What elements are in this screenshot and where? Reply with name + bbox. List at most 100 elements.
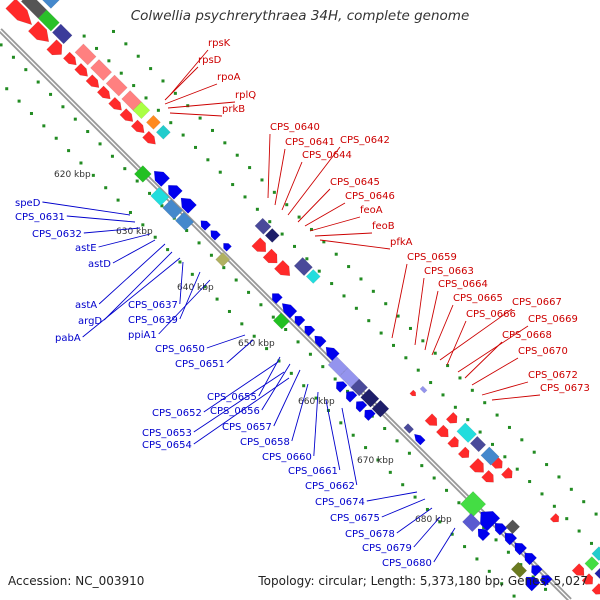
gene-arrow-plus bbox=[435, 424, 449, 438]
tick-mark bbox=[308, 352, 312, 356]
tick-mark bbox=[185, 229, 189, 233]
gene-box bbox=[90, 59, 113, 81]
gene-arrow-plus bbox=[62, 51, 77, 66]
tick-mark bbox=[198, 116, 202, 120]
scale-label: 620 kbp bbox=[54, 170, 91, 180]
gene-label-plus: CPS_0646 bbox=[345, 191, 395, 202]
gene-box bbox=[175, 211, 195, 231]
tick-mark bbox=[512, 594, 516, 598]
gene-arrow-plus bbox=[27, 20, 50, 43]
gene-label-plus: CPS_0668 bbox=[502, 330, 552, 341]
tick-mark bbox=[95, 46, 99, 50]
tick-mark bbox=[379, 331, 383, 335]
tick-mark bbox=[309, 227, 313, 231]
gene-label-plus: prkB bbox=[222, 104, 245, 115]
gene-arrow-plus bbox=[424, 413, 438, 426]
tick-mark bbox=[457, 501, 461, 505]
tick-mark bbox=[123, 167, 127, 171]
tick-mark bbox=[384, 302, 388, 306]
gene-label-plus: CPS_0666 bbox=[466, 309, 516, 320]
tick-mark bbox=[166, 248, 170, 252]
gene-arrow-plus bbox=[500, 467, 513, 479]
leader-line-plus bbox=[491, 394, 541, 401]
tick-mark bbox=[11, 55, 15, 59]
tick-mark bbox=[153, 235, 157, 239]
tick-mark bbox=[194, 145, 198, 149]
tick-mark bbox=[49, 92, 53, 96]
gene-arrow-minus bbox=[364, 409, 376, 422]
gene-box bbox=[133, 165, 152, 183]
tick-mark bbox=[271, 315, 275, 319]
tick-mark bbox=[483, 401, 487, 405]
gene-label-minus: speD bbox=[15, 198, 41, 209]
gene-label-minus: CPS_0656 bbox=[210, 406, 260, 417]
gene-label-minus: CPS_0631 bbox=[15, 212, 65, 223]
gene-arrow-minus bbox=[210, 230, 221, 241]
scale-label: 680 kbp bbox=[415, 515, 452, 525]
gene-label-plus: rpsK bbox=[208, 38, 231, 49]
leader-line-minus bbox=[273, 369, 301, 427]
gene-arrow-minus bbox=[180, 197, 197, 214]
leader-line-plus bbox=[169, 49, 209, 96]
gene-box bbox=[162, 199, 183, 220]
gene-arrow-minus bbox=[345, 391, 358, 403]
tick-mark bbox=[314, 396, 318, 400]
tick-mark bbox=[404, 356, 408, 360]
tick-mark bbox=[190, 272, 194, 276]
tick-mark bbox=[186, 104, 190, 108]
tick-mark bbox=[29, 111, 33, 115]
leader-line-minus bbox=[66, 215, 136, 223]
tick-mark bbox=[203, 285, 207, 289]
gene-arrow-plus bbox=[74, 62, 88, 77]
tick-mark bbox=[544, 587, 548, 591]
tick-mark bbox=[91, 173, 95, 177]
leader-line-plus bbox=[167, 101, 236, 109]
leader-line-plus bbox=[281, 161, 303, 211]
tick-mark bbox=[441, 393, 445, 397]
tick-mark bbox=[255, 207, 259, 211]
tick-mark bbox=[540, 492, 544, 496]
tick-mark bbox=[235, 153, 239, 157]
tick-mark bbox=[156, 108, 160, 112]
tick-mark bbox=[432, 476, 436, 480]
gene-label-minus: CPS_0650 bbox=[155, 344, 205, 355]
tick-mark bbox=[116, 198, 120, 202]
leader-line-plus bbox=[267, 133, 271, 199]
tick-layer bbox=[0, 29, 598, 598]
gene-arrow-minus bbox=[479, 511, 501, 532]
gene-arrow-minus bbox=[531, 565, 543, 577]
leader-line-minus bbox=[203, 361, 279, 413]
gene-arrow-minus bbox=[168, 185, 183, 200]
leader-line-minus bbox=[193, 377, 290, 445]
gene-label-minus: CPS_0657 bbox=[222, 422, 272, 433]
leader-line-plus bbox=[414, 277, 425, 346]
tick-mark bbox=[148, 191, 152, 195]
leader-line-plus bbox=[309, 216, 361, 232]
gene-arrow-plus bbox=[108, 96, 122, 111]
gene-label-minus: CPS_0680 bbox=[382, 558, 432, 569]
tick-mark bbox=[458, 376, 462, 380]
tick-mark bbox=[413, 495, 417, 499]
summary-text: Topology: circular; Length: 5,373,180 bp… bbox=[258, 574, 588, 588]
tick-mark bbox=[260, 178, 264, 182]
tick-mark bbox=[86, 130, 90, 134]
gene-arrow-plus bbox=[457, 446, 470, 459]
gene-label-minus: CPS_0661 bbox=[288, 466, 338, 477]
tick-mark bbox=[347, 265, 351, 269]
tick-mark bbox=[421, 339, 425, 343]
tick-mark bbox=[247, 290, 251, 294]
tick-mark bbox=[98, 142, 102, 146]
tick-mark bbox=[218, 170, 222, 174]
gene-label-minus: CPS_0654 bbox=[142, 440, 192, 451]
leader-line-minus bbox=[103, 251, 173, 321]
gene-label-plus: CPS_0664 bbox=[438, 279, 488, 290]
leader-line-minus bbox=[158, 279, 211, 335]
gene-arrow-minus bbox=[494, 522, 508, 536]
gene-arrow-minus bbox=[514, 542, 528, 556]
tick-mark bbox=[240, 322, 244, 326]
leader-line-plus bbox=[471, 357, 519, 386]
leader-line-minus bbox=[381, 498, 426, 518]
gene-arrow-minus bbox=[335, 381, 348, 393]
tick-mark bbox=[135, 179, 139, 183]
